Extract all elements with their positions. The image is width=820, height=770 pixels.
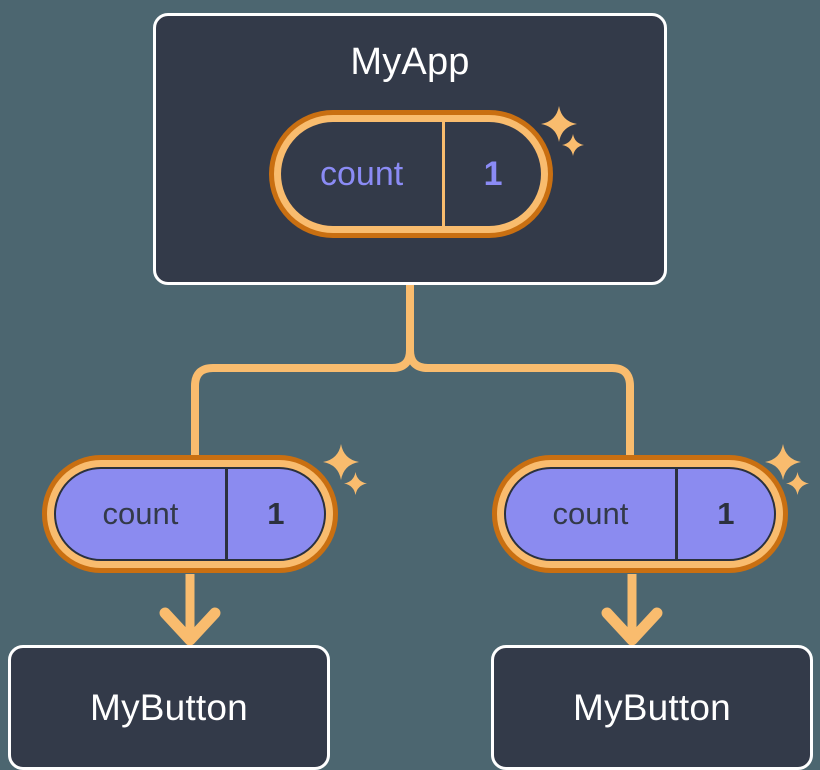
state-pill-ring: count 1 — [47, 460, 333, 568]
sparkle-icon — [323, 444, 359, 480]
myapp-title: MyApp — [350, 41, 470, 83]
mybutton-title: MyButton — [90, 686, 248, 728]
state-pill-body: count 1 — [54, 467, 326, 561]
arrow-head-left — [159, 607, 221, 646]
state-key-label: count — [552, 496, 629, 531]
state-key-label: count — [320, 154, 404, 193]
connector-app-to-left-state — [191, 281, 414, 459]
state-key-label: count — [102, 496, 179, 531]
state-value-label: 1 — [674, 469, 774, 559]
state-pill-myapp[interactable]: count 1 — [269, 110, 553, 238]
state-pill-mybutton-right[interactable]: count 1 — [492, 455, 788, 573]
state-pill-mybutton-left[interactable]: count 1 — [42, 455, 338, 573]
mybutton-component-card-right[interactable]: MyButton — [491, 645, 813, 770]
arrow-head-right — [601, 607, 663, 646]
mybutton-component-card-left[interactable]: MyButton — [8, 645, 330, 770]
connector-app-to-right-state — [406, 281, 634, 459]
state-value-label: 1 — [442, 122, 541, 226]
sparkle-icon — [344, 472, 367, 495]
state-value-label: 1 — [224, 469, 324, 559]
state-pill-ring: count 1 — [274, 115, 548, 233]
state-pill-ring: count 1 — [497, 460, 783, 568]
sparkle-icon — [786, 472, 809, 495]
state-pill-body: count 1 — [281, 122, 541, 226]
state-pill-body: count 1 — [504, 467, 776, 561]
mybutton-title: MyButton — [573, 686, 731, 728]
